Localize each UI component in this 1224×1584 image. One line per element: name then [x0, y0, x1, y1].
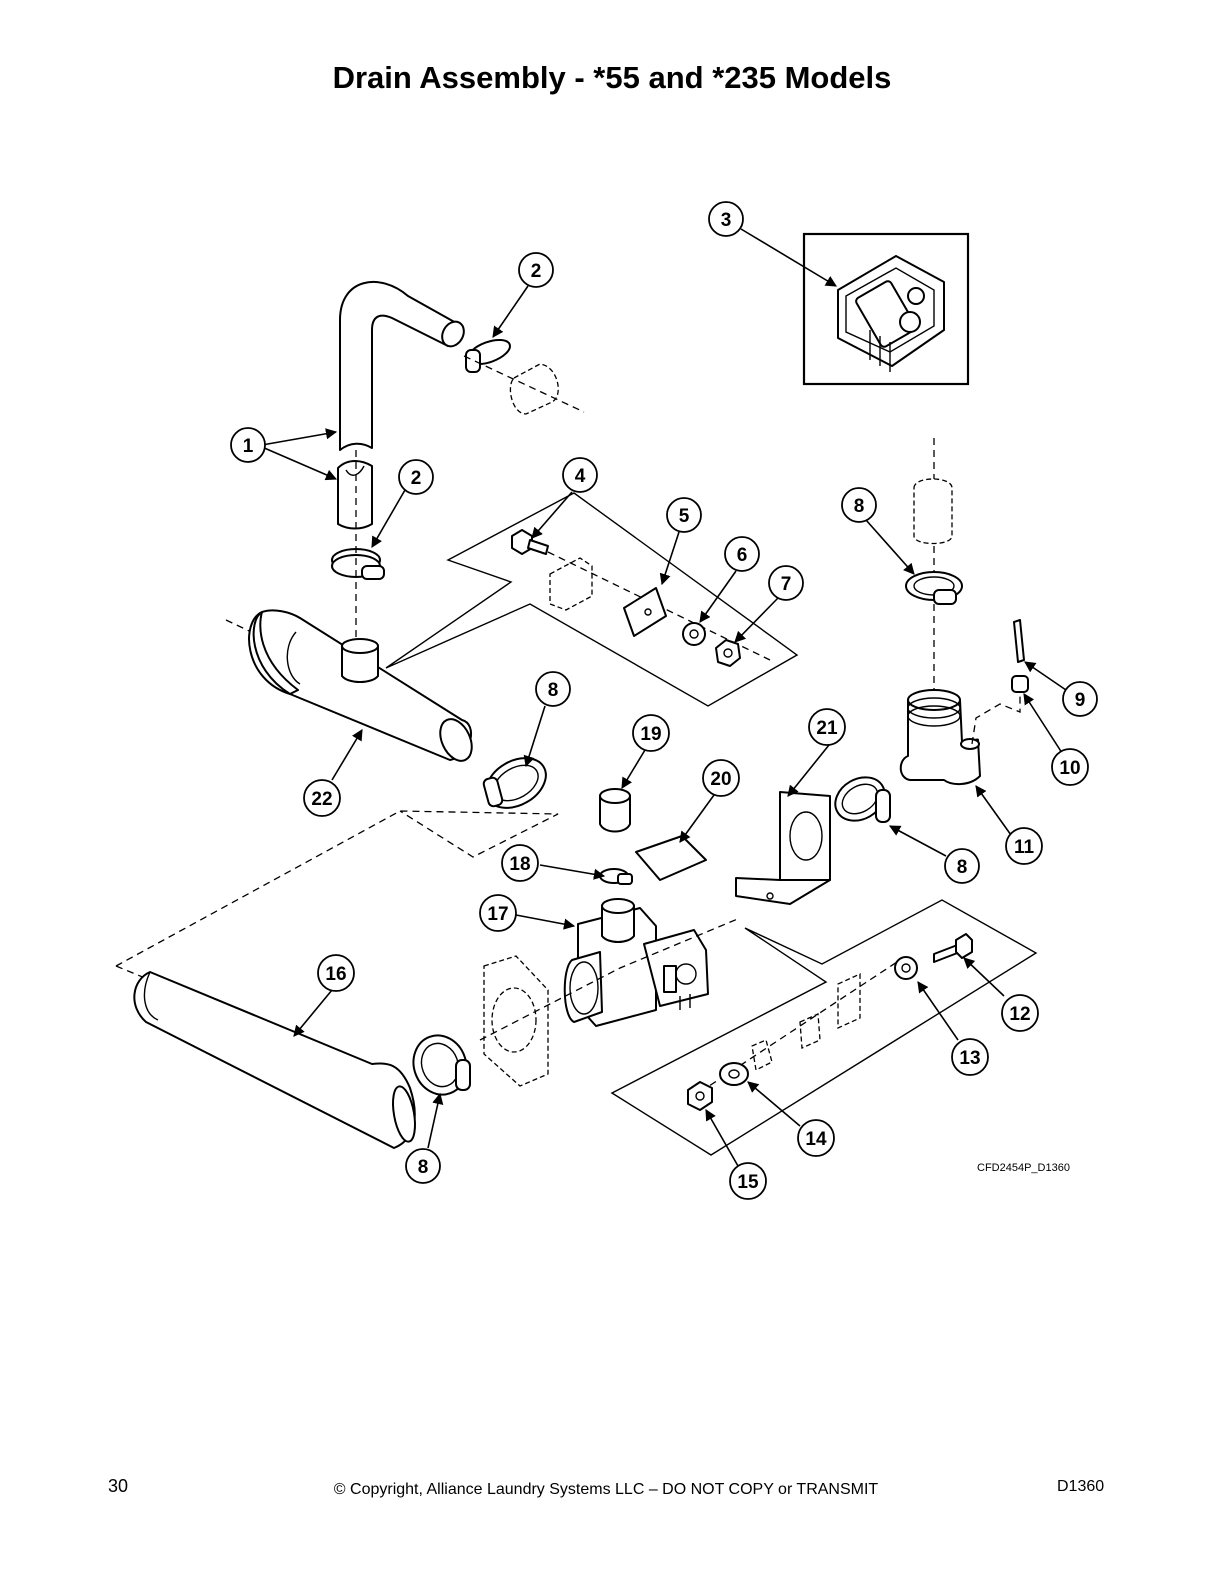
- part-13-star-washer: [894, 956, 918, 980]
- part-4-bolt: [511, 529, 549, 555]
- part-6-star-washer: [682, 622, 706, 646]
- callout-6-label: 6: [737, 545, 748, 566]
- callout-6: 6: [724, 536, 760, 572]
- callout-15-label: 15: [737, 1172, 759, 1193]
- callout-8-label: 8: [957, 857, 968, 878]
- callouts: 1 2 2 3 4 5 6 7 8 8 8 8 9 10 11 12 13 14…: [230, 201, 1098, 1200]
- callout-15: 15: [729, 1162, 767, 1200]
- callout-10-label: 10: [1059, 758, 1080, 779]
- callout-2: 2: [398, 459, 434, 495]
- part-17-drain-valve: [563, 898, 709, 1027]
- callout-10: 10: [1051, 748, 1089, 786]
- callout-1: 1: [230, 427, 266, 463]
- callout-7-label: 7: [781, 574, 792, 595]
- callout-5-label: 5: [679, 506, 690, 527]
- part-18-clamp: [599, 868, 633, 885]
- part-12-bolt: [933, 933, 973, 963]
- part-9-tube: [1013, 619, 1025, 663]
- callout-19-label: 19: [640, 724, 661, 745]
- callout-8: 8: [841, 487, 877, 523]
- callout-2-label: 2: [411, 468, 422, 489]
- callout-13-label: 13: [959, 1048, 980, 1069]
- part-8-hose-clamp-4: [412, 1034, 471, 1096]
- diagram-reference-code: CFD2454P_D1360: [977, 1162, 1070, 1174]
- callout-17: 17: [479, 894, 517, 932]
- callout-22-label: 22: [311, 789, 332, 810]
- part-20-cover: [635, 835, 707, 881]
- part-14-washer: [719, 1062, 749, 1086]
- callout-1-label: 1: [243, 436, 254, 457]
- callout-17-label: 17: [487, 904, 508, 925]
- part-5-plate: [623, 587, 667, 637]
- part-21-bracket: [735, 791, 831, 905]
- upper-hardware-panel: [385, 492, 799, 707]
- callout-9: 9: [1062, 681, 1098, 717]
- callout-20: 20: [702, 759, 740, 797]
- part-1-drain-hose: [337, 281, 465, 530]
- callout-3-label: 3: [721, 210, 732, 231]
- callout-16: 16: [317, 954, 355, 992]
- lower-hardware-panel: [610, 899, 1038, 1156]
- callout-12: 12: [1001, 994, 1039, 1032]
- callout-2-label: 2: [531, 261, 542, 282]
- callout-21: 21: [808, 708, 846, 746]
- part-10-cap: [1011, 675, 1029, 693]
- part-11-elbow-fitting: [899, 604, 1021, 786]
- part-8-hose-clamp-2: [905, 571, 963, 605]
- page-number: 30: [108, 1476, 129, 1496]
- part-22-drain-tube: [225, 609, 473, 762]
- callout-3: 3: [708, 201, 744, 237]
- callout-14: 14: [797, 1119, 835, 1157]
- callout-8-label: 8: [548, 680, 559, 701]
- callout-16-label: 16: [325, 964, 346, 985]
- page-title: Drain Assembly - *55 and *235 Models: [332, 60, 892, 95]
- callout-18-label: 18: [509, 854, 530, 875]
- part-7-nut: [715, 639, 741, 667]
- callout-8: 8: [405, 1148, 441, 1184]
- callout-13: 13: [951, 1038, 989, 1076]
- part-15-nut: [687, 1081, 713, 1111]
- hose-connection-ghost: [355, 355, 585, 652]
- callout-8-label: 8: [854, 496, 865, 517]
- callout-7: 7: [768, 565, 804, 601]
- part-19-cap: [599, 788, 631, 833]
- callout-18: 18: [501, 844, 539, 882]
- callout-20-label: 20: [710, 769, 731, 790]
- callout-4: 4: [562, 457, 598, 493]
- callout-11: 11: [1005, 827, 1043, 865]
- leader-lines: [261, 228, 1067, 1167]
- part-2-hose-clamp-upper: [465, 338, 511, 373]
- part-8-hose-clamp-3: [834, 776, 891, 823]
- hose-stub-ghost: [913, 438, 953, 572]
- callout-8: 8: [944, 848, 980, 884]
- copyright-notice: © Copyright, Alliance Laundry Systems LL…: [333, 1481, 879, 1498]
- callout-11-label: 11: [1014, 837, 1035, 858]
- part-3-drain-motor: [837, 255, 945, 372]
- part-8-hose-clamp-1: [482, 757, 547, 809]
- callout-9-label: 9: [1075, 690, 1086, 711]
- callout-19: 19: [632, 714, 670, 752]
- valve-bracket-ghost: [479, 917, 741, 1087]
- document-code: D1360: [1057, 1478, 1105, 1495]
- callout-14-label: 14: [805, 1129, 827, 1150]
- callout-22: 22: [303, 779, 341, 817]
- callout-8-label: 8: [418, 1157, 429, 1178]
- part-16-lower-hose: [133, 971, 416, 1149]
- callout-5: 5: [666, 497, 702, 533]
- callout-4-label: 4: [575, 466, 586, 487]
- part-2-hose-clamp-lower: [331, 548, 385, 580]
- callout-8: 8: [535, 671, 571, 707]
- callout-21-label: 21: [816, 718, 838, 739]
- callout-12-label: 12: [1009, 1004, 1030, 1025]
- callout-2: 2: [518, 252, 554, 288]
